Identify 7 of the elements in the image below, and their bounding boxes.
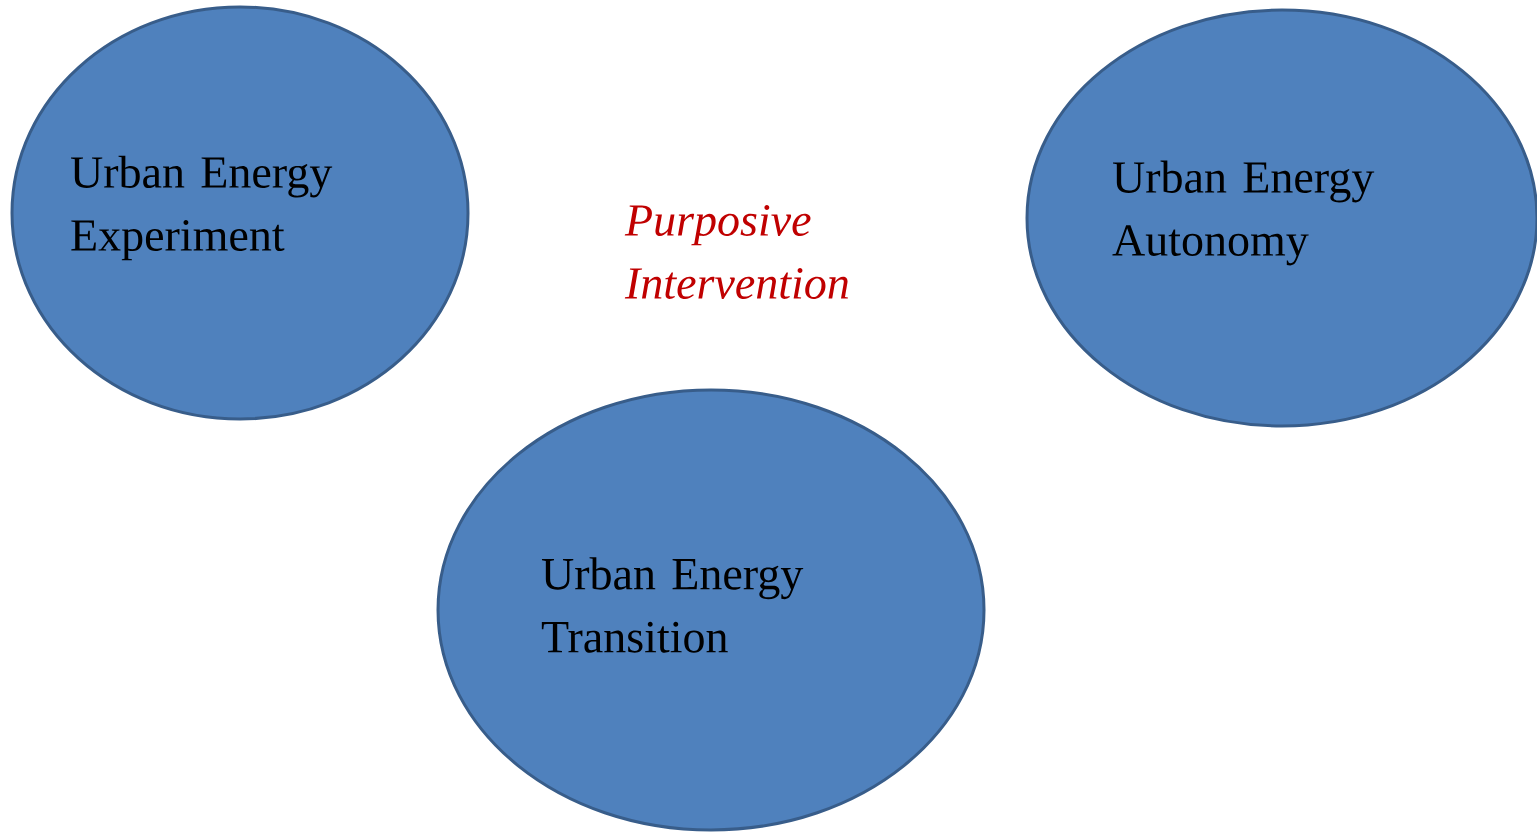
ellipse-text: Urban Energy Experiment	[71, 155, 333, 261]
ellipse	[10, 5, 470, 421]
ellipse-text: Urban Energy Transition	[541, 557, 804, 653]
italic-label: Purposive Intervention	[624, 205, 848, 299]
ellipse-text: Urban Energy Autonomy	[1112, 160, 1375, 266]
ellipse	[1025, 8, 1537, 428]
ellipse	[436, 388, 986, 832]
